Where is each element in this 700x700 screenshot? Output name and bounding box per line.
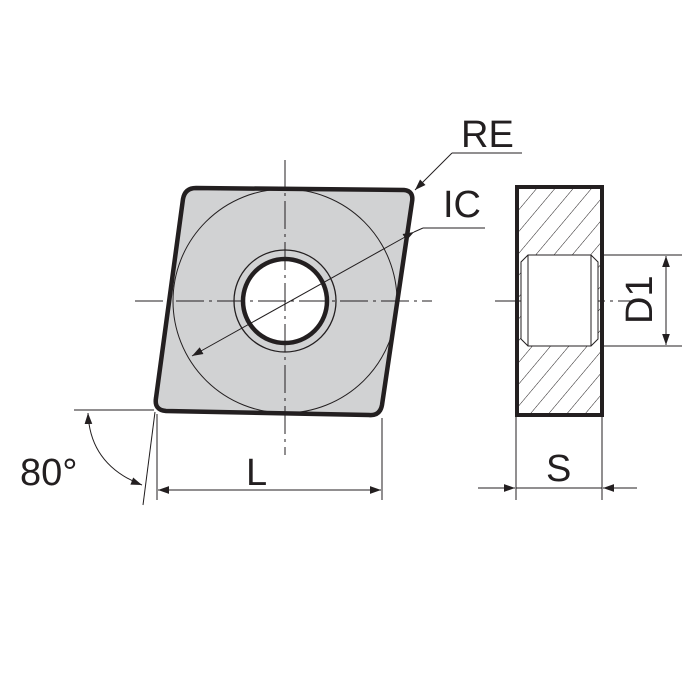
ic-dimension (191, 227, 485, 357)
s-dimension (478, 417, 637, 500)
d1-dimension (603, 254, 682, 347)
re-leader (414, 152, 522, 191)
insert-side-view (515, 185, 604, 417)
s-label: S (546, 448, 571, 490)
l-label: L (246, 452, 267, 494)
angle-dimension (74, 409, 156, 506)
angle-label: 80° (20, 452, 77, 494)
ic-label: IC (443, 184, 481, 226)
d1-label: D1 (619, 275, 661, 324)
re-label: RE (461, 114, 514, 156)
l-dimension (156, 414, 383, 500)
